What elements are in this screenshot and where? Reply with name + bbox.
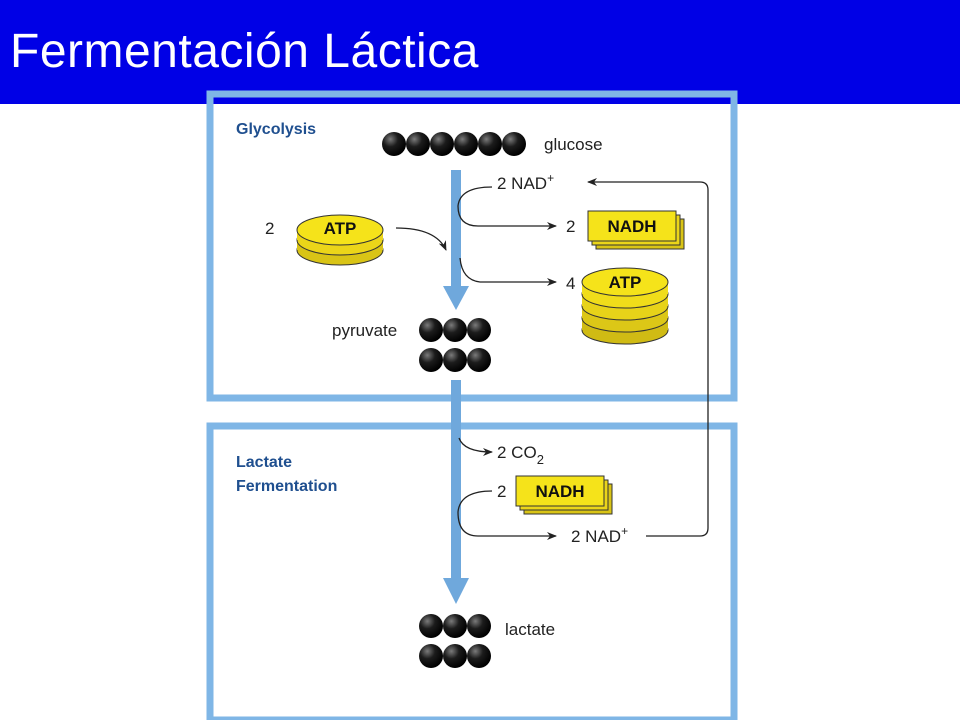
carbon-bead bbox=[443, 644, 467, 668]
atp-input-arrow bbox=[395, 227, 447, 251]
atp-coin-stack-output: ATP bbox=[581, 267, 669, 345]
nadh-box-fermentation: NADH bbox=[515, 475, 613, 515]
carbon-bead bbox=[419, 318, 443, 342]
atp-output-arrow bbox=[459, 257, 557, 286]
nadh-in-count: 2 bbox=[497, 482, 506, 501]
svg-text:ATP: ATP bbox=[324, 219, 357, 238]
svg-text:ATP: ATP bbox=[609, 273, 642, 292]
pyruvate-label: pyruvate bbox=[332, 321, 397, 340]
atp-in-count: 2 bbox=[265, 219, 274, 238]
carbon-bead bbox=[467, 318, 491, 342]
carbon-bead bbox=[467, 644, 491, 668]
nad-recycle-arrow bbox=[587, 178, 709, 537]
nadh-out-count: 2 bbox=[566, 217, 575, 236]
co2-label: 2 CO2 bbox=[497, 443, 544, 467]
carbon-bead bbox=[443, 348, 467, 372]
glycolysis-section-label: Glycolysis bbox=[236, 121, 316, 138]
nad-plus-label-bottom: 2 NAD+ bbox=[571, 524, 628, 546]
fermentation-section-label-line2: Fermentation bbox=[236, 478, 337, 495]
fermentation-frame bbox=[206, 422, 738, 720]
atp-coin-stack-input: ATP bbox=[296, 214, 384, 266]
carbon-bead bbox=[419, 644, 443, 668]
pyruvate-molecules bbox=[419, 318, 491, 372]
co2-release-arrow bbox=[458, 437, 493, 456]
carbon-bead bbox=[478, 132, 502, 156]
svg-text:NADH: NADH bbox=[607, 217, 656, 236]
carbon-bead bbox=[502, 132, 526, 156]
title-bar: Fermentación Láctica bbox=[0, 0, 960, 104]
glycolysis-frame bbox=[206, 90, 738, 402]
atp-out-count: 4 bbox=[566, 274, 575, 293]
carbon-bead bbox=[419, 348, 443, 372]
carbon-bead bbox=[467, 348, 491, 372]
carbon-bead bbox=[430, 132, 454, 156]
glucose-label: glucose bbox=[544, 135, 603, 154]
nad-plus-label-top: 2 NAD+ bbox=[497, 171, 554, 193]
nadh-box-top: NADH bbox=[587, 210, 685, 250]
nadh-to-nad-arrow bbox=[457, 490, 557, 540]
page-title: Fermentación Láctica bbox=[10, 25, 479, 78]
lactate-label: lactate bbox=[505, 620, 555, 639]
nad-to-nadh-arrow bbox=[457, 186, 557, 230]
carbon-bead bbox=[382, 132, 406, 156]
carbon-bead bbox=[406, 132, 430, 156]
carbon-bead bbox=[443, 614, 467, 638]
glucose-molecule bbox=[382, 132, 526, 156]
fermentation-section-label-line1: Lactate bbox=[236, 454, 292, 471]
glycolysis-flow-arrow bbox=[443, 170, 469, 310]
carbon-bead bbox=[443, 318, 467, 342]
svg-text:NADH: NADH bbox=[535, 482, 584, 501]
carbon-bead bbox=[467, 614, 491, 638]
carbon-bead bbox=[419, 614, 443, 638]
lactate-molecules bbox=[419, 614, 491, 668]
fermentation-flow-arrow bbox=[443, 380, 469, 604]
carbon-bead bbox=[454, 132, 478, 156]
